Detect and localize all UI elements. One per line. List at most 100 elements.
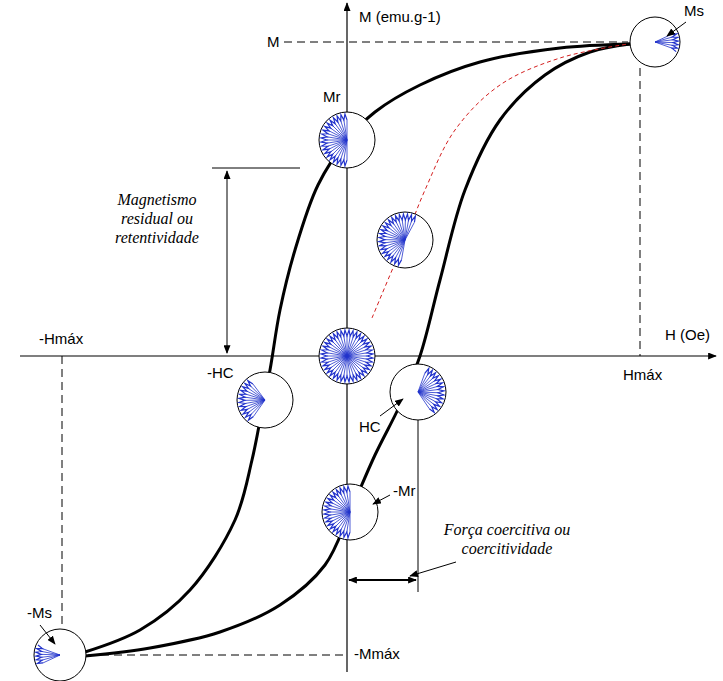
domain-ray — [335, 340, 347, 356]
circle-outline — [377, 212, 433, 268]
guide-line — [62, 356, 63, 626]
circle-outline — [390, 364, 446, 420]
circle-outline — [237, 372, 293, 428]
domain-ray — [347, 353, 367, 356]
domain-ray — [418, 392, 436, 402]
circle-outline — [319, 328, 375, 384]
domain-ray — [334, 500, 350, 512]
axis-label: H (Oe) — [664, 326, 711, 343]
axis-value: Hmáx — [622, 366, 663, 383]
level-line — [418, 420, 419, 592]
leader-arrow — [380, 399, 403, 416]
domain-ray — [331, 140, 347, 152]
leader-arrow — [410, 562, 456, 576]
domain-ray — [328, 140, 347, 146]
domain-ray — [385, 240, 405, 243]
domain-ray — [347, 350, 366, 356]
domain-ray — [347, 356, 350, 376]
domain-ray — [341, 337, 347, 356]
point-label: Ms — [683, 2, 705, 19]
domain-ray — [42, 655, 60, 660]
domain-ray — [418, 386, 437, 392]
circle-outline — [630, 17, 680, 67]
axis-value: -Hmáx — [38, 330, 84, 347]
domain-ray — [253, 384, 265, 400]
domain-teeth — [671, 34, 678, 52]
circle-outline — [34, 629, 86, 681]
point-label: Mr — [322, 88, 342, 105]
domain-ray — [338, 512, 350, 528]
guide-line — [88, 655, 345, 656]
point-label: HC — [358, 418, 382, 435]
domain-ray — [347, 356, 359, 372]
domain-ray — [245, 400, 265, 404]
domain-ray — [327, 140, 347, 143]
hysteresis-branch — [85, 44, 630, 656]
level-line — [212, 168, 300, 169]
domain-ray — [330, 512, 350, 515]
domain-ray — [655, 40, 673, 42]
domain-ray — [248, 388, 265, 400]
annotation: Magnetismo residual ou retentividade — [92, 190, 222, 248]
domain-ray — [418, 392, 429, 409]
domain-teeth — [239, 380, 253, 420]
domain-ray — [334, 512, 350, 524]
domain-ray — [347, 340, 359, 356]
hysteresis-branch — [85, 44, 630, 652]
domain-circle — [630, 17, 680, 67]
domain-ray — [418, 390, 438, 392]
domain-ray — [405, 221, 412, 240]
domain-ray — [247, 391, 265, 400]
axis-label: M (emu.g-1) — [358, 8, 442, 25]
point-label: -HC — [206, 364, 235, 381]
domain-circle — [319, 112, 375, 168]
domain-ray — [655, 42, 672, 48]
domain-circle — [322, 484, 378, 540]
domain-teeth — [425, 368, 444, 412]
domain-ray — [405, 222, 414, 240]
domain-circle — [390, 364, 446, 420]
leader-arrow — [373, 495, 390, 504]
domain-ray — [246, 400, 265, 407]
domain-ray — [344, 493, 350, 512]
circle-outline — [322, 484, 378, 540]
guide-line — [284, 42, 628, 43]
domain-ray — [347, 356, 353, 375]
domain-ray — [331, 356, 347, 368]
dimension-arrow — [349, 579, 416, 581]
domain-ray — [389, 228, 405, 240]
domain-ray — [399, 221, 405, 240]
domain-teeth — [324, 486, 350, 538]
domain-ray — [393, 240, 405, 256]
domain-ray — [418, 392, 432, 407]
domain-teeth — [321, 114, 347, 166]
leader-arrow — [40, 625, 55, 644]
domain-circle — [34, 629, 86, 681]
domain-ray — [386, 240, 405, 246]
domain-ray — [418, 392, 434, 404]
domain-ray — [350, 492, 351, 512]
domain-ray — [331, 344, 347, 356]
domain-ray — [347, 344, 363, 356]
domain-ray — [331, 128, 347, 140]
domain-ray — [341, 121, 347, 140]
domain-teeth — [379, 214, 415, 265]
domain-ray — [327, 356, 347, 359]
annotation: Força coercitiva ou coercitividade — [440, 520, 574, 558]
dimension-arrow — [227, 171, 228, 353]
domain-teeth — [36, 645, 43, 663]
domain-circle — [377, 212, 433, 268]
point-label: -Mr — [392, 482, 417, 499]
domain-teeth — [321, 330, 373, 382]
domain-ray — [655, 37, 672, 42]
domain-ray — [418, 376, 430, 392]
domain-circle — [319, 328, 375, 384]
domain-ray — [335, 140, 347, 156]
domain-ray — [250, 386, 265, 400]
circle-outline — [319, 112, 375, 168]
point-label: -Ms — [26, 604, 53, 621]
domain-ray — [338, 496, 350, 512]
domain-ray — [331, 512, 350, 518]
axis-value: -Mmáx — [353, 645, 401, 662]
